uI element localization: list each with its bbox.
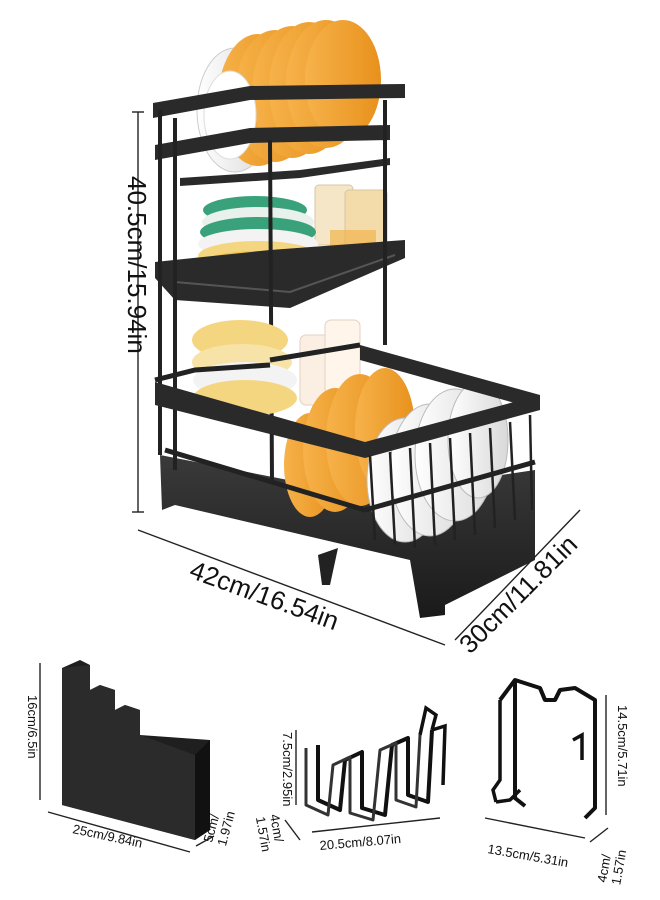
- cutting-board-holder-depth-label: 4cm/1.57in: [594, 846, 629, 886]
- cutting-board-holder-depth-group: 4cm/1.57in: [594, 846, 629, 886]
- cutting-board-holder-height-label: 14.5cm/5.71in: [615, 705, 630, 787]
- cup-hanger-width-label: 20.5cm/8.07in: [319, 831, 402, 853]
- lower-basket-frame: [154, 342, 540, 549]
- cutting-board-holder-width-label: 13.5cm/5.31in: [486, 841, 569, 870]
- middle-tier-frame: [155, 240, 405, 308]
- utensil-holder: 16cm/6.5in 25cm/9.84in 5cm/1.97in: [25, 660, 238, 853]
- cup-hanger-depth-group: 4cm/1.57in: [253, 813, 288, 853]
- dish-rack-illustration: [153, 20, 540, 618]
- utensil-holder-height-label: 16cm/6.5in: [25, 695, 40, 759]
- top-tier-frame: [153, 84, 405, 186]
- drain-spout: [318, 548, 338, 585]
- glass-cups: [314, 184, 388, 253]
- cutting-board-holder: 14.5cm/5.71in 13.5cm/5.31in 4cm/1.57in: [484, 678, 630, 886]
- height-label: 40.5cm/15.94in: [122, 176, 152, 354]
- cup-hanger: 7.5cm/2.95in 20.5cm/8.07in 4cm/1.57in: [253, 705, 447, 853]
- cup-hanger-height-label: 7.5cm/2.95in: [280, 732, 295, 806]
- width-label: 42cm/16.54in: [186, 554, 343, 636]
- utensil-holder-width-label: 25cm/9.84in: [71, 821, 143, 850]
- height-dimension: 40.5cm/15.94in: [122, 111, 152, 513]
- cup-hanger-depth-label: 4cm/1.57in: [253, 813, 288, 853]
